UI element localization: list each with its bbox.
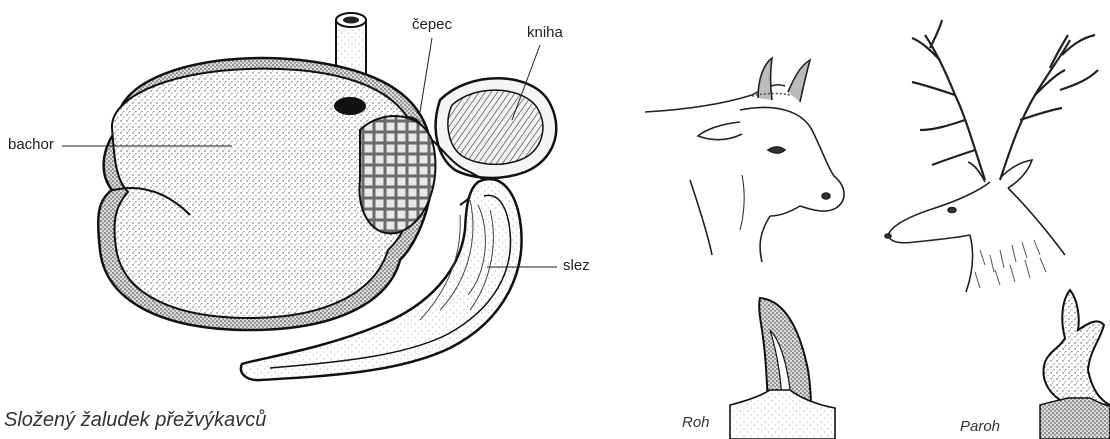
deer-head-illustration	[885, 20, 1098, 292]
horn-cross-section	[730, 298, 835, 439]
label-slez: slez	[563, 257, 590, 274]
antler-cross-section	[1040, 290, 1110, 439]
label-cepec: čepec	[412, 16, 452, 33]
label-bachor: bachor	[8, 136, 54, 153]
stomach-caption: Složený žaludek přežvýkavců	[4, 409, 266, 432]
cepec-leader	[420, 38, 432, 112]
label-kniha: kniha	[527, 24, 563, 41]
paroh-caption: Paroh	[960, 418, 1000, 435]
roh-caption: Roh	[682, 414, 710, 431]
stomach-illustration	[62, 13, 557, 380]
rumen-orifice	[334, 97, 366, 115]
cow-head-illustration	[645, 58, 844, 262]
